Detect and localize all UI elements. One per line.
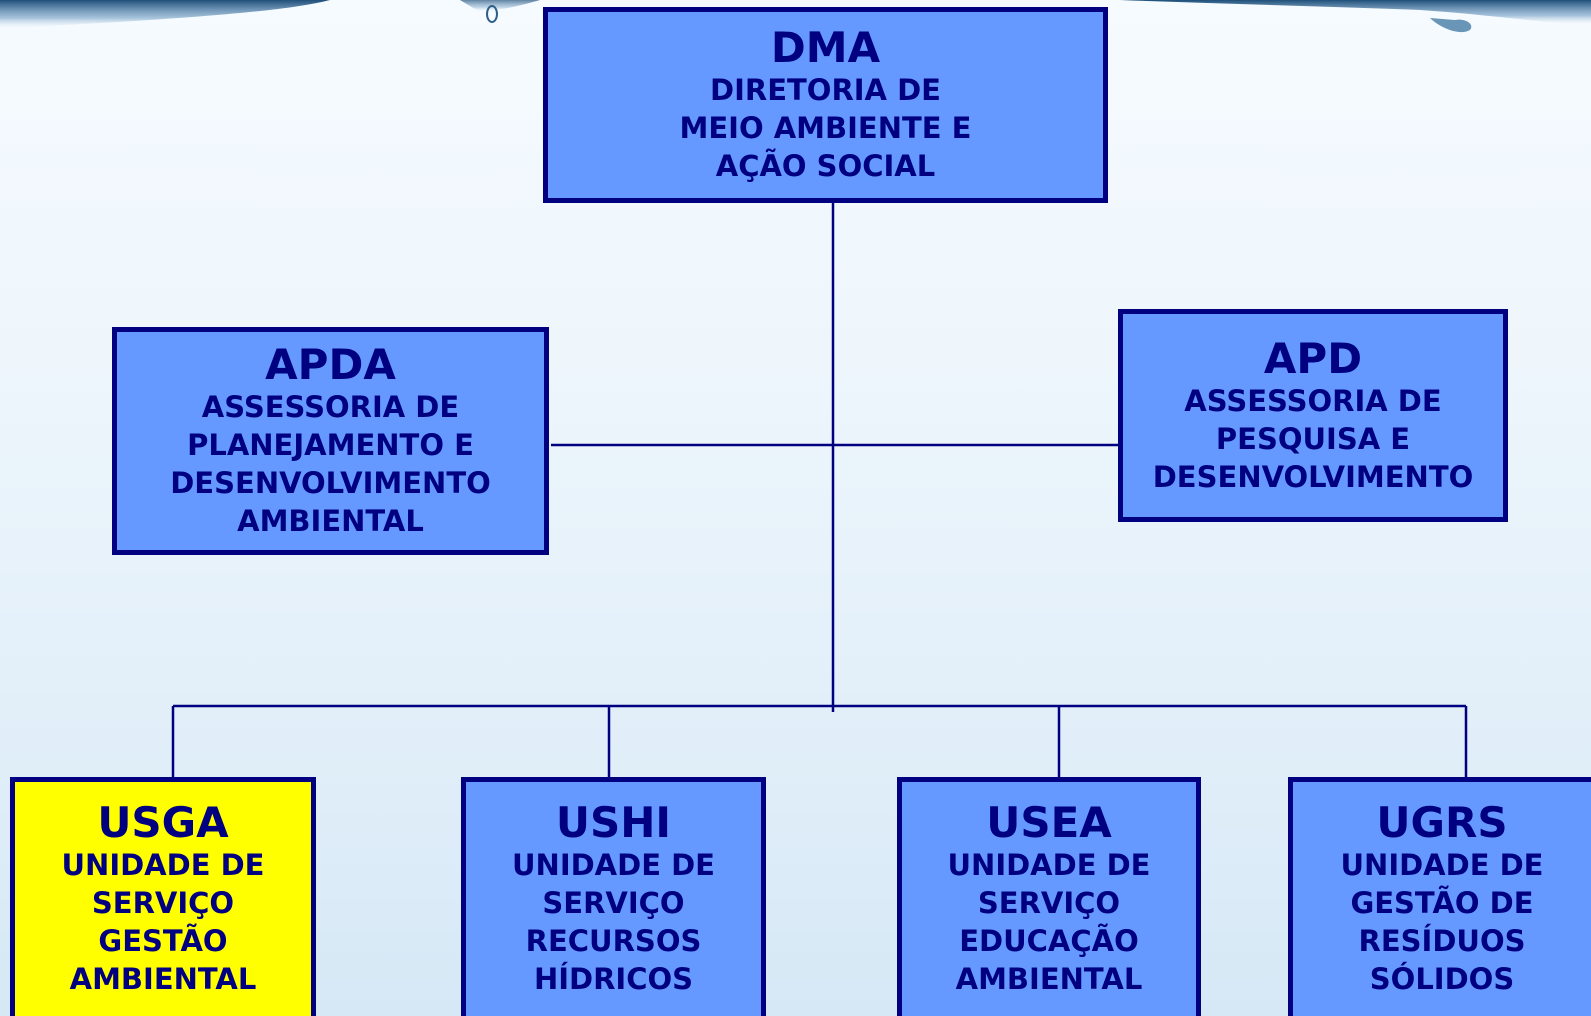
apd-name-line-2: PESQUISA E (1215, 421, 1411, 456)
usga-name-line-4: AMBIENTAL (69, 962, 257, 996)
usea-name-line-2: SERVIÇO (977, 886, 1121, 920)
usga-box: USGA UNIDADE DE SERVIÇO GESTÃO AMBIENTAL (10, 777, 316, 1016)
apda-name-line-2: PLANEJAMENTO E (187, 428, 474, 462)
usga-name-line-2: SERVIÇO (91, 886, 235, 920)
ugrs-box: UGRS UNIDADE DE GESTÃO DE RESÍDUOS SÓLID… (1288, 777, 1591, 1016)
apda-box: APDA ASSESSORIA DE PLANEJAMENTO E DESENV… (112, 327, 549, 555)
usea-name-line-1: UNIDADE DE (947, 848, 1151, 882)
apd-name-line-3: DESENVOLVIMENTO (1152, 459, 1474, 494)
ugrs-abbr: UGRS (1376, 798, 1508, 847)
dma-box: DMA DIRETORIA DE MEIO AMBIENTE E AÇÃO SO… (543, 7, 1108, 203)
usea-box: USEA UNIDADE DE SERVIÇO EDUCAÇÃO AMBIENT… (897, 777, 1201, 1016)
apda-name-line-1: ASSESSORIA DE (201, 390, 460, 424)
apda-name-line-3: DESENVOLVIMENTO (170, 466, 491, 500)
ushi-name-line-3: RECURSOS (525, 924, 702, 958)
usea-name-line-4: AMBIENTAL (955, 962, 1143, 996)
usga-name-line-1: UNIDADE DE (61, 848, 265, 882)
dma-abbr: DMA (770, 23, 881, 72)
apda-name-line-4: AMBIENTAL (237, 504, 424, 538)
usga-name-line-3: GESTÃO (98, 924, 228, 958)
apd-abbr: APD (1263, 333, 1363, 383)
usea-name-line-3: EDUCAÇÃO (959, 924, 1139, 958)
ushi-name-line-1: UNIDADE DE (512, 848, 715, 882)
dma-name-line-1: DIRETORIA DE (710, 73, 941, 107)
water-splash-decoration (0, 0, 1591, 33)
ushi-name-line-4: HÍDRICOS (533, 962, 694, 996)
ushi-abbr: USHI (555, 798, 672, 847)
ugrs-name-line-4: SÓLIDOS (1369, 962, 1515, 996)
ushi-name-line-2: SERVIÇO (542, 886, 685, 920)
dma-name-line-2: MEIO AMBIENTE E (679, 111, 972, 145)
dma-name-line-3: AÇÃO SOCIAL (715, 149, 936, 183)
ugrs-name-line-1: UNIDADE DE (1340, 848, 1544, 882)
apd-name-line-1: ASSESSORIA DE (1184, 383, 1442, 418)
usga-abbr: USGA (97, 798, 229, 847)
ugrs-name-line-2: GESTÃO DE (1350, 886, 1534, 920)
apd-box: APD ASSESSORIA DE PESQUISA E DESENVOLVIM… (1118, 309, 1508, 522)
apda-abbr: APDA (265, 340, 396, 389)
usea-abbr: USEA (986, 798, 1112, 847)
ushi-box: USHI UNIDADE DE SERVIÇO RECURSOS HÍDRICO… (461, 777, 766, 1016)
ugrs-name-line-3: RESÍDUOS (1358, 924, 1526, 958)
